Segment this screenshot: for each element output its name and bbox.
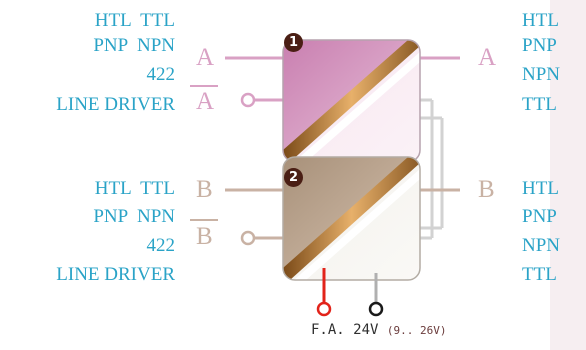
channel-b-input-line-1: HTL TTL xyxy=(94,178,175,199)
channel-a-output-line-4: TTL xyxy=(522,94,557,115)
channel-a-input-line-1: HTL TTL xyxy=(94,10,175,31)
channel-a-output-line-1: HTL xyxy=(522,10,559,31)
channel-a-output-line-2: PNP xyxy=(522,35,557,56)
channel-a-inverted-input-signal: A xyxy=(196,88,215,115)
channel-b-input-line-4: LINE DRIVER xyxy=(56,264,175,285)
channel-a-output-signal: A xyxy=(478,44,497,71)
power-range: (9.. 26V) xyxy=(386,324,447,337)
power-positive-terminal xyxy=(316,301,332,317)
channel-b-input-signal: B xyxy=(196,176,213,203)
channel-b-wires xyxy=(225,188,460,240)
channel-a-input-line-4: LINE DRIVER xyxy=(56,94,175,115)
channel-b-output-line-4: TTL xyxy=(522,264,557,285)
channel-b-input-line-3: 422 xyxy=(146,235,176,256)
channel-a-input-signal: A xyxy=(196,44,215,71)
channel-a-input-line-3: 422 xyxy=(146,64,176,85)
channel-b-inverted-input-terminal xyxy=(240,230,256,246)
channel-a-wires xyxy=(225,56,460,102)
power-voltage: F.A. 24V xyxy=(311,322,379,338)
channel-a-number-badge: 1 xyxy=(284,33,303,52)
channel-b-number-badge: 2 xyxy=(284,168,303,187)
power-supply-label: F.A. 24V (9.. 26V) xyxy=(311,322,446,338)
channel-b-output-line-3: NPN xyxy=(522,235,561,256)
channel-b-output-line-2: PNP xyxy=(522,206,557,227)
channel-a-output-line-3: NPN xyxy=(522,64,561,85)
channel-b-inverted-input-signal: B xyxy=(196,223,213,250)
background-stripe xyxy=(550,0,586,350)
power-negative-terminal xyxy=(368,301,384,317)
channel-a-input-line-2: PNP NPN xyxy=(93,35,175,56)
channel-b-output-signal: B xyxy=(478,176,495,203)
converter-module-b xyxy=(283,157,420,280)
channel-b-input-line-2: PNP NPN xyxy=(93,206,175,227)
channel-a-inverted-input-terminal xyxy=(240,92,256,108)
channel-b-output-line-1: HTL xyxy=(522,178,559,199)
converter-module-a xyxy=(283,40,420,162)
